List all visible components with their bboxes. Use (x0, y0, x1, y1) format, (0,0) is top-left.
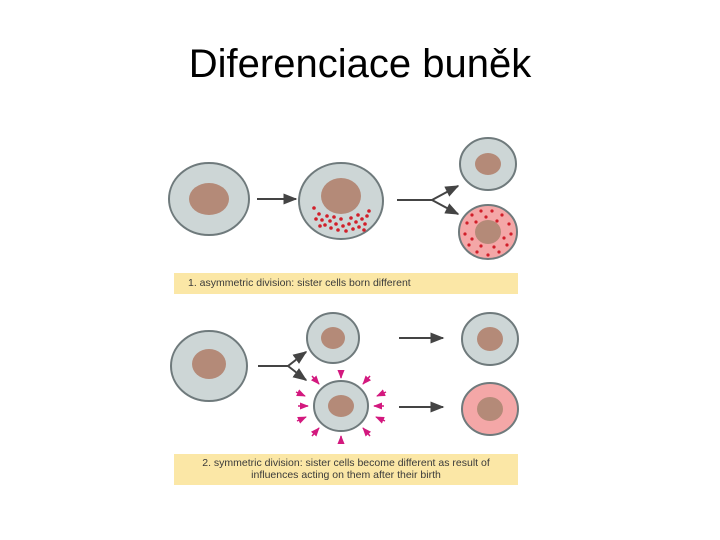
result-cell-differentiated (461, 382, 519, 436)
parent-cell (170, 330, 248, 402)
parent-cell (168, 162, 250, 236)
daughter-cell-with-determinants (458, 204, 518, 260)
daughter-cell-normal (459, 137, 517, 191)
determinant-dots (312, 206, 371, 233)
result-cell-unchanged (461, 312, 519, 366)
dividing-cell-with-determinants (298, 162, 384, 240)
slide-title: Diferenciace buněk (188, 42, 532, 86)
caption-asymmetric-division: 1. asymmetric division: sister cells bor… (174, 273, 518, 294)
caption-line: 2. symmetric division: sister cells beco… (202, 457, 490, 469)
daughter-cell-upper (306, 312, 360, 364)
caption-line: influences acting on them after their bi… (251, 469, 441, 481)
external-signal-arrows (295, 369, 387, 445)
panel-asymmetric (168, 137, 518, 260)
daughter-cell-lower (313, 380, 369, 432)
caption-symmetric-division: 2. symmetric division: sister cells beco… (174, 454, 518, 485)
panel-symmetric (170, 312, 519, 445)
branching-arrow (397, 185, 459, 215)
